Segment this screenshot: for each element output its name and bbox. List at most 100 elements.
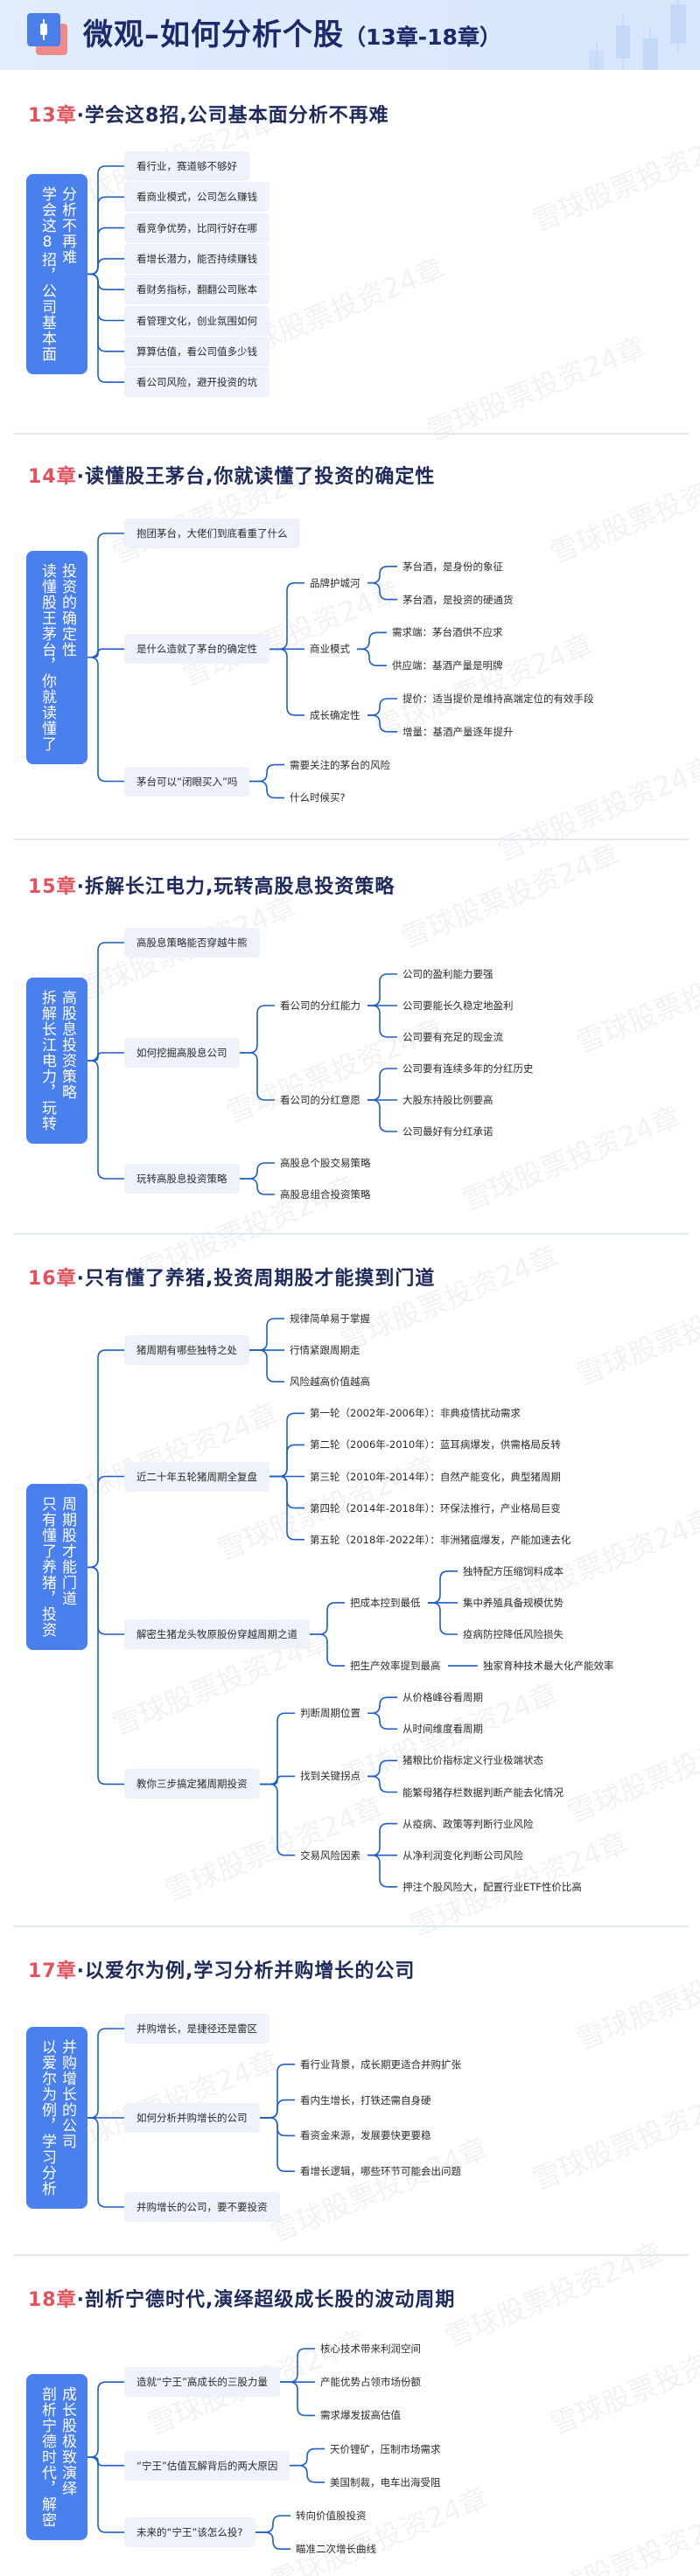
subtopic-node: 把成本控到最低 — [350, 1596, 421, 1609]
chapter-title: ·拆解长江电力,玩转高股息投资策略 — [76, 876, 396, 898]
chapter-title: ·只有懂了养猪,投资周期股才能摸到门道 — [76, 1268, 436, 1290]
topic-node: 茅台可以“闭眼买入”吗 — [124, 766, 250, 797]
subtopic-node: 品牌护城河 — [310, 576, 360, 589]
leaf-node: 从疫病、政策等判断行业风险 — [402, 1817, 534, 1830]
connector-line — [249, 1318, 284, 1351]
leaf-node: 第一轮（2002年-2006年）：非典疫情扰动需求 — [310, 1407, 521, 1420]
connector-line — [260, 2099, 295, 2119]
topic-node: 玩转高股息投资策略 — [124, 1164, 240, 1194]
topic-node: 算算估值，看公司值多少钱 — [124, 336, 270, 366]
section-heading: 15章·拆解长江电力,玩转高股息投资策略 — [28, 871, 395, 899]
section-heading: 14章·读懂股王茅台,你就读懂了投资的确定性 — [28, 461, 435, 489]
root-title: 学会这8招，公司基本面分析不再难 — [38, 186, 76, 362]
subtopic-node: 看公司的分红能力 — [280, 999, 360, 1012]
section-heading: 13章·学会这8招,公司基本面分析不再难 — [28, 100, 389, 128]
topic-node: 如何分析并购增长的公司 — [124, 2103, 260, 2133]
leaf-node: 茅台酒，是身份的象征 — [402, 560, 503, 573]
connector-line — [368, 566, 397, 584]
connector-line — [249, 780, 284, 799]
connector-line — [88, 648, 124, 658]
section-divider — [13, 839, 689, 840]
topic-node: 近二十年五轮猪周期全复盘 — [124, 1461, 270, 1492]
chapter-number: 15章 — [28, 876, 77, 898]
topic-node: 猪周期有哪些独特之处 — [124, 1335, 249, 1366]
leaf-node: 从价格峰谷看周期 — [402, 1691, 483, 1704]
leaf-node: 押注个股风险大，配置行业ETF性价比高 — [402, 1880, 582, 1893]
leaf-node: 天价锂矿，压制市场需求 — [330, 2442, 441, 2455]
section-divider — [13, 433, 689, 435]
leaf-node: 看行业背景，成长期更适合并购扩张 — [300, 2057, 461, 2071]
root-title: 读懂股王茅台，你就读懂了投资的确定性 — [38, 562, 76, 752]
connector-line — [240, 1052, 275, 1101]
connector-line — [270, 1444, 304, 1478]
connector-line — [88, 1566, 124, 1786]
connector-line — [240, 1005, 275, 1054]
mindmap-root: 学会这8招，公司基本面分析不再难 — [26, 174, 88, 375]
topic-node: 是什么造就了茅台的确定性 — [124, 634, 270, 665]
leaf-node: 转向价值股投资 — [296, 2510, 367, 2522]
connector-line — [270, 648, 304, 716]
leaf-node: 大股东持股比例要高 — [402, 1094, 494, 1106]
connector-line — [240, 1162, 275, 1180]
root-title-line-2: 投资的确定性 — [59, 562, 76, 658]
connector-line — [88, 2381, 124, 2458]
subtopic-node: 商业模式 — [310, 643, 350, 656]
chapter-number: 13章 — [28, 105, 77, 127]
topic-node: 解密生猪龙头牧原股份穿越周期之道 — [124, 1619, 310, 1649]
leaf-node: 行情紧跟周期走 — [290, 1344, 360, 1357]
section-divider — [13, 2254, 689, 2256]
connector-line — [368, 1696, 397, 1715]
leaf-node: 风险越高价值越高 — [290, 1375, 370, 1389]
root-title-line-2: 周期股才能门道 — [59, 1496, 76, 1607]
connector-line — [368, 1005, 397, 1038]
topic-node: 未来的“宁王”该怎么投? — [124, 2517, 256, 2548]
connector-line — [368, 973, 397, 1006]
root-title-line-2: 高股息投资策略 — [59, 990, 76, 1100]
connector-line — [290, 2447, 325, 2467]
leaf-node: 能繁母猪存栏数据判断产能去化情况 — [402, 1786, 564, 1799]
topic-node: 看商业模式，公司怎么赚钱 — [124, 182, 270, 212]
connector-line — [357, 631, 387, 651]
root-title-line-1: 读懂股王茅台，你就读懂了 — [38, 562, 56, 752]
mindmap-root: 读懂股王茅台，你就读懂了投资的确定性 — [26, 550, 88, 764]
connector-line — [88, 273, 124, 322]
topic-node: 看管理文化，创业氛围如何 — [124, 305, 270, 336]
topic-node: 看财务指标，翻翻公司账本 — [124, 275, 270, 305]
topic-node: 如何挖掘高股息公司 — [124, 1038, 240, 1068]
leaf-node: 提价：适当提价是维持高端定位的有效手段 — [402, 693, 594, 705]
connector-line — [240, 1178, 275, 1195]
connector-line — [88, 165, 124, 275]
connector-line — [88, 196, 124, 275]
leaf-node: 从时间维度看周期 — [402, 1723, 483, 1736]
topic-node: 并购增长，是捷径还是雷区 — [124, 2014, 270, 2043]
mindmap-root: 剖析宁德时代，解密成长股极致演绎 — [26, 2374, 88, 2541]
topic-node: 造就“宁王”高成长的三股力量 — [124, 2367, 280, 2398]
connector-line — [88, 273, 124, 290]
root-title-line-2: 分析不再难 — [59, 186, 76, 266]
page-header: 微观–如何分析个股（13章-18章） — [0, 0, 700, 70]
leaf-node: 规律简单易于掌握 — [290, 1312, 370, 1325]
connector-line — [88, 2028, 124, 2119]
leaf-node: 从净利润变化判断公司风险 — [402, 1848, 523, 1862]
leaf-node: 茅台酒，是投资的硬通货 — [402, 593, 514, 606]
chapter-title: ·剖析宁德时代,演绎超级成长股的波动周期 — [76, 2289, 456, 2311]
section-divider — [13, 1233, 689, 1235]
root-title: 拆解长江电力，玩转高股息投资策略 — [38, 990, 76, 1131]
root-title: 剖析宁德时代，解密成长股极致演绎 — [38, 2386, 76, 2528]
mindmap-root: 拆解长江电力，玩转高股息投资策略 — [26, 978, 88, 1144]
connector-line — [368, 1712, 397, 1730]
connector-line — [88, 1475, 124, 1569]
subtopic-node: 找到关键拐点 — [300, 1770, 360, 1783]
connector-line — [88, 656, 124, 783]
page-title-main: 微观–如何分析个股 — [83, 17, 344, 52]
leaf-node: 需求端：茅台酒供不应求 — [392, 626, 503, 639]
chapter-number: 18章 — [28, 2289, 77, 2311]
candlestick-logo-icon — [27, 13, 69, 55]
connector-line — [368, 1068, 397, 1101]
connector-line — [88, 2456, 124, 2467]
connector-line — [357, 648, 387, 666]
connector-line — [290, 2464, 325, 2483]
subtopic-node: 交易风险因素 — [300, 1848, 360, 1862]
root-title-line-2: 成长股极致演绎 — [59, 2386, 76, 2497]
